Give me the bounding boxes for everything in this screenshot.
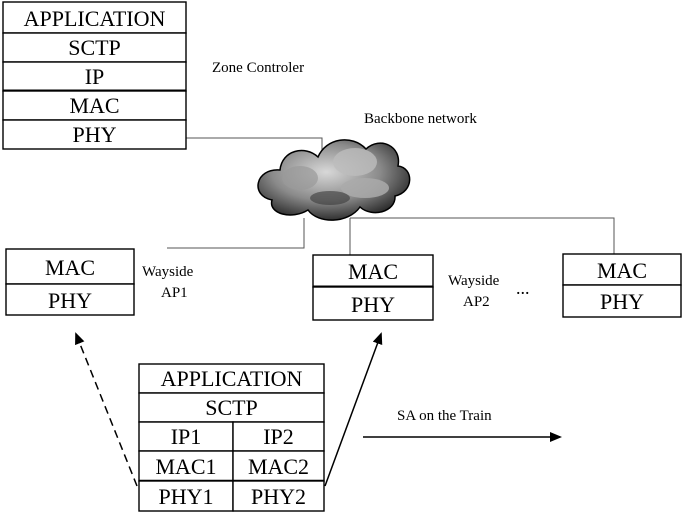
- train-layer-mac2: [232, 450, 325, 482]
- train-sa-label: SA on the Train: [397, 408, 492, 424]
- ap1-layer-phy: [5, 283, 135, 316]
- train-layer-ip2: [232, 421, 325, 452]
- wayside-ap3-stack: MAC PHY: [562, 253, 682, 318]
- ap1-layer-mac-label: MAC: [45, 255, 95, 280]
- wayside-ap1-stack: MAC PHY: [5, 248, 135, 316]
- train-layer-ip1-label: IP1: [171, 424, 202, 449]
- link-to-ap1-dashed-arrow: [75, 332, 138, 487]
- train-layer-phy2: [232, 480, 325, 512]
- network-links: [167, 137, 615, 255]
- zc-layer-sctp-label: SCTP: [68, 35, 121, 60]
- ap2-layer-phy-label: PHY: [351, 292, 395, 317]
- train-layer-sctp: [138, 392, 325, 423]
- train-layer-application: [138, 363, 325, 394]
- train-layer-sctp-label: SCTP: [205, 395, 258, 420]
- wayside-ap1-label-line1: Wayside: [142, 264, 194, 280]
- train-layer-mac1-label: MAC1: [155, 454, 216, 479]
- zc-layer-application-label: APPLICATION: [24, 6, 166, 31]
- ap3-layer-phy-label: PHY: [600, 289, 644, 314]
- train-layer-mac2-label: MAC2: [248, 454, 309, 479]
- train-layer-phy1-label: PHY1: [158, 484, 213, 509]
- ap1-layer-phy-label: PHY: [48, 288, 92, 313]
- ap3-layer-phy: [562, 284, 682, 318]
- ap3-layer-mac: [562, 253, 682, 286]
- backbone-network-label: Backbone network: [364, 111, 477, 127]
- train-layer-ip1: [138, 421, 234, 452]
- more-aps-ellipsis: ...: [516, 278, 530, 298]
- backbone-cloud-icon: [257, 139, 411, 221]
- wayside-ap1-label-line2: AP1: [161, 285, 188, 301]
- ap3-layer-mac-label: MAC: [597, 258, 647, 283]
- zone-controller-label: Zone Controler: [212, 60, 304, 76]
- zc-layer-ip-label: IP: [85, 64, 105, 89]
- zone-controller-stack: APPLICATION SCTP IP MAC PHY: [2, 1, 187, 150]
- zc-layer-application: [2, 1, 187, 34]
- ap2-layer-mac: [312, 254, 434, 288]
- train-layer-ip2-label: IP2: [263, 424, 294, 449]
- zc-layer-mac-label: MAC: [69, 93, 119, 118]
- ap1-backbone-link: [167, 218, 305, 249]
- train-layer-application-label: APPLICATION: [161, 366, 303, 391]
- zc-layer-phy: [2, 119, 187, 150]
- wayside-ap2-label-line2: AP2: [463, 294, 490, 310]
- ap1-layer-mac: [5, 248, 135, 285]
- train-sa-stack: APPLICATION SCTP IP1 IP2 MAC1 MAC2 PHY1 …: [138, 363, 325, 512]
- wayside-ap2-label-line1: Wayside: [448, 273, 500, 289]
- train-layer-phy2-label: PHY2: [251, 484, 306, 509]
- zc-layer-phy-label: PHY: [72, 122, 116, 147]
- ap2-layer-phy: [312, 286, 434, 321]
- wayside-ap2-stack: MAC PHY: [312, 254, 434, 321]
- ap3-backbone-link: [350, 217, 615, 254]
- link-to-ap2-arrow: [324, 332, 383, 487]
- ap2-layer-mac-label: MAC: [348, 259, 398, 284]
- zc-layer-mac: [2, 90, 187, 121]
- zc-backbone-link: [186, 137, 323, 150]
- zc-layer-ip: [2, 61, 187, 92]
